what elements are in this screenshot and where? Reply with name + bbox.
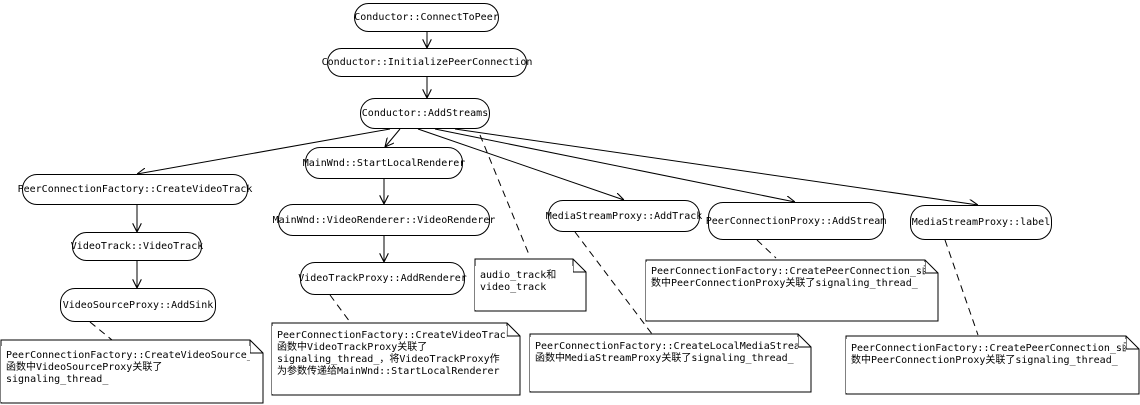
- connector-addsink-note: [89, 321, 113, 341]
- node-mainwnd-videorenderer: MainWnd::VideoRenderer::VideoRenderer: [273, 204, 495, 236]
- node-conductor-connecttopeer: Conductor::ConnectToPeer: [354, 3, 499, 32]
- arrow-addstreams-to-startlocalrenderer: [385, 128, 401, 147]
- note-createlocalmediastream: PeerConnectionFactory::CreateLocalMediaS…: [530, 337, 798, 391]
- connector-addstream-note: [756, 239, 777, 259]
- node-videotrackproxy-addrenderer: VideoTrackProxy::AddRenderer: [298, 262, 467, 295]
- connector-addtrack-note: [574, 231, 653, 335]
- arrow-addstreams-to-addtrack: [417, 128, 624, 200]
- connector-addstreams-audio-note: [479, 134, 531, 258]
- note-createpeerconnection-s-1: PeerConnectionFactory::CreatePeerConnect…: [646, 262, 925, 320]
- node-peerconnectionproxy-addstream: PeerConnectionProxy::AddStream: [706, 202, 886, 240]
- arrow-addstreams-to-label: [454, 128, 978, 205]
- connector-label-note: [944, 239, 979, 336]
- node-peerconnectionfactory-createvideotrack: PeerConnectionFactory::CreateVideoTrack: [18, 174, 252, 205]
- note-audio-video-track: audio_track和 video_track: [475, 266, 573, 310]
- node-videosourceproxy-addsink: VideoSourceProxy::AddSink: [60, 288, 216, 322]
- node-videotrack-videotrack: VideoTrack::VideoTrack: [71, 232, 203, 261]
- note-createpeerconnection-s-2: PeerConnectionFactory::CreatePeerConnect…: [846, 339, 1126, 393]
- node-mediastreamproxy-addtrack: MediaStreamProxy::AddTrack: [546, 200, 702, 232]
- arrow-addstreams-to-addstream: [434, 128, 795, 202]
- note-createvideotrack: PeerConnectionFactory::CreateVideoTrack …: [272, 326, 507, 394]
- node-mainwnd-startlocalrenderer: MainWnd::StartLocalRenderer: [303, 147, 465, 179]
- connector-addrenderer-note: [329, 294, 351, 323]
- node-conductor-initializepeerconnection: Conductor::InitializePeerConnection: [322, 48, 532, 77]
- node-mediastreamproxy-label: MediaStreamProxy::label: [910, 205, 1052, 240]
- arrow-addstreams-to-createvideotrack: [137, 128, 391, 174]
- node-conductor-addstreams: Conductor::AddStreams: [360, 98, 490, 129]
- note-createvideosource-s: PeerConnectionFactory::CreateVideoSource…: [1, 346, 250, 402]
